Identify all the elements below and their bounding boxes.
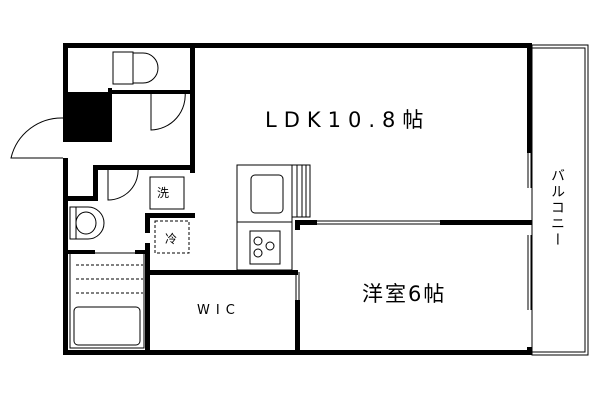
fridge-label: 冷 [165, 232, 178, 246]
room-label-ldk: LDK10.8帖 [265, 108, 431, 132]
room-label-wic: WIC [197, 303, 241, 318]
fixtures [10, 44, 589, 356]
entrance-door [10, 117, 64, 159]
washer-label: 洗 [157, 186, 170, 200]
room-label-balcony: バルコニー [549, 168, 565, 248]
walls [63, 43, 532, 355]
room-label-western-room: 洋室6帖 [362, 282, 447, 306]
shoe-cabinet [68, 92, 112, 142]
